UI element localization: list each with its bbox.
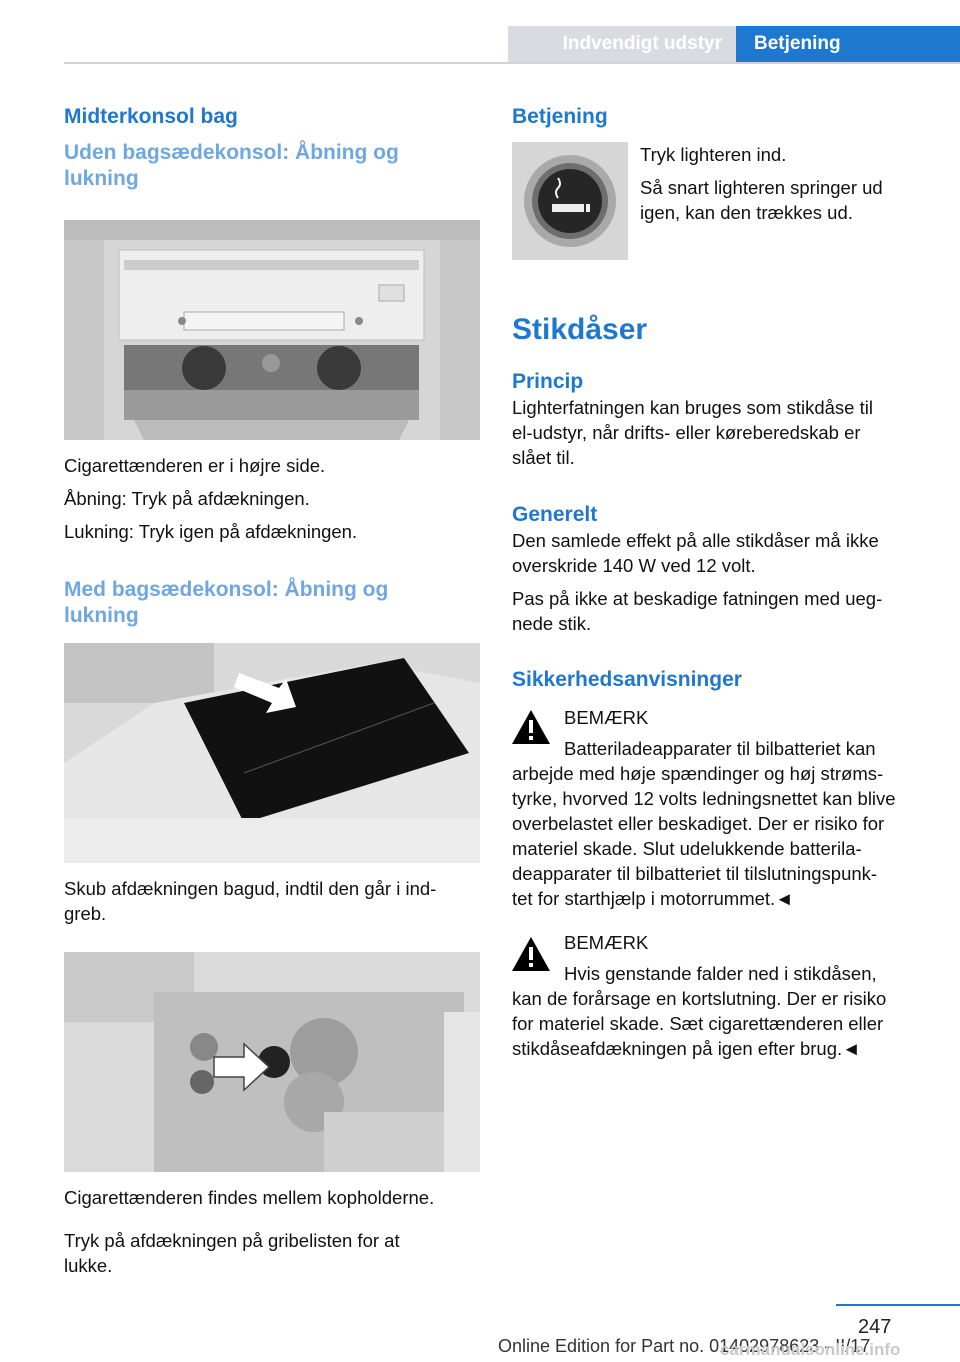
left-subheading-2: Med bagsædekonsol: Åbning og lukning <box>64 577 484 629</box>
warning-2-line4: stikdåseafdækningen på igen efter brug.◄ <box>512 1038 861 1059</box>
paragraph-tryk-gribelisten-line1: Tryk på afdækningen på gribelisten for a… <box>64 1230 400 1251</box>
left-paragraphs-3: Cigarettænderen findes mellem kopholdern… <box>64 1185 484 1278</box>
footer-divider <box>836 1304 960 1306</box>
paragraph-lukning: Lukning: Tryk igen på afdækningen. <box>64 521 358 542</box>
header-divider <box>64 62 960 64</box>
subheading-med-bagsaedekonsol-line1: Med bagsædekonsol: Åbning og <box>64 578 389 601</box>
warning-block-2: BEMÆRK Hvis genstande falder ned i stikd… <box>512 930 942 1061</box>
subheading-uden-bagsaedekonsol-line1: Uden bagsædekonsol: Åbning og <box>64 141 399 164</box>
console-cover-photo-with-arrow <box>64 643 480 863</box>
subheading-generelt: Generelt <box>512 503 598 526</box>
princip-line3: slået til. <box>512 447 575 468</box>
paragraph-mellem-kopholderne: Cigarettænderen findes mellem kopholdern… <box>64 1187 435 1208</box>
lighter-photo <box>512 142 628 260</box>
cupholder-photo-with-arrow <box>64 952 480 1172</box>
sikkerhed-heading-block: Sikkerhedsanvisninger <box>512 667 742 693</box>
princip-block: Princip Lighterfatningen kan bruges som … <box>512 369 942 470</box>
section-title-stikdaser: Stikdåser <box>512 313 648 346</box>
generelt-line4: nede stik. <box>512 613 592 634</box>
warning-block-1: BEMÆRK Batteriladeapparater til bilbatte… <box>512 705 942 911</box>
princip-line2: el-udstyr, når drifts- eller køreberedsk… <box>512 422 861 443</box>
header-tab-betjening: Betjening <box>736 26 960 62</box>
warning-2-line2: kan de forårsage en kortslutning. Der er… <box>512 988 887 1009</box>
paragraph-skub-line2: greb. <box>64 903 107 924</box>
page-header: Indvendigt udstyr Betjening <box>0 0 960 64</box>
generelt-line1: Den samlede effekt på alle stikdåser må … <box>512 530 879 551</box>
warning-1-line2: arbejde med høje spændinger og høj strøm… <box>512 763 884 784</box>
warning-triangle-icon <box>512 710 550 744</box>
section-title-midterkonsol: Midterkonsol bag <box>64 105 238 128</box>
warning-1-line1: Batteriladeapparater til bilbatteriet ka… <box>564 738 876 759</box>
right-heading-betjening: Betjening <box>512 104 608 140</box>
section-title-betjening: Betjening <box>512 105 608 128</box>
warning-1-line4: overbelastet eller beskadiget. Der er ri… <box>512 813 885 834</box>
generelt-line2: overskride 140 W ved 12 volt. <box>512 555 756 576</box>
warning-2-label: BEMÆRK <box>564 932 649 953</box>
paragraph-tryk-lighteren: Tryk lighteren ind. <box>640 144 787 165</box>
generelt-line3: Pas på ikke at beskadige fatningen med u… <box>512 588 883 609</box>
paragraph-skub-line1: Skub afdækningen bagud, indtil den går i… <box>64 878 437 899</box>
stikdaser-heading-block: Stikdåser <box>512 312 647 348</box>
warning-1-label: BEMÆRK <box>564 707 649 728</box>
subheading-princip: Princip <box>512 370 584 393</box>
subheading-med-bagsaedekonsol-line2: lukning <box>64 604 139 627</box>
page-number: 247 <box>858 1316 892 1338</box>
header-tab-indvendigt-udstyr: Indvendigt udstyr <box>508 26 736 62</box>
left-heading-block: Midterkonsol bag Uden bagsædekonsol: Åbn… <box>64 104 484 192</box>
betjening-text: Tryk lighteren ind. Så snart lighteren s… <box>640 142 940 225</box>
paragraph-tryk-gribelisten-line2: lukke. <box>64 1255 113 1276</box>
left-paragraph-skub: Skub afdækningen bagud, indtil den går i… <box>64 876 484 926</box>
subheading-uden-bagsaedekonsol-line2: lukning <box>64 167 139 190</box>
warning-2-line3: for materiel skade. Sæt cigarettænderen … <box>512 1013 884 1034</box>
generelt-block: Generelt Den samlede effekt på alle stik… <box>512 502 942 636</box>
subheading-sikkerhedsanvisninger: Sikkerhedsanvisninger <box>512 668 742 691</box>
paragraph-abning: Åbning: Tryk på afdækningen. <box>64 488 310 509</box>
warning-1-line7: tet for starthjælp i motorrummet.◄ <box>512 888 794 909</box>
warning-1-line5: materiel skade. Slut udelukkende batteri… <box>512 838 862 859</box>
warning-2-line1: Hvis genstande falder ned i stikdåsen, <box>564 963 877 984</box>
paragraph-lighter-springer-line1: Så snart lighteren springer ud <box>640 177 883 198</box>
left-paragraphs-1: Cigarettænderen er i højre side. Åbning:… <box>64 453 484 544</box>
edition-text: Online Edition for Part no. 01402978623 … <box>498 1336 871 1356</box>
warning-1-line6: deapparater til bilbatteriet til tilslut… <box>512 863 878 884</box>
watermark-text: carmanualsonline.info <box>720 1340 901 1359</box>
console-photo-without-rear-console <box>64 220 480 440</box>
princip-line1: Lighterfatningen kan bruges som stikdåse… <box>512 397 873 418</box>
warning-1-line3: tyrke, hvorved 12 volts ledningsnettet k… <box>512 788 896 809</box>
warning-triangle-icon <box>512 937 550 971</box>
paragraph-lighter-springer-line2: igen, kan den trækkes ud. <box>640 202 853 223</box>
paragraph-cigarettaender-hojre: Cigarettænderen er i højre side. <box>64 455 326 476</box>
